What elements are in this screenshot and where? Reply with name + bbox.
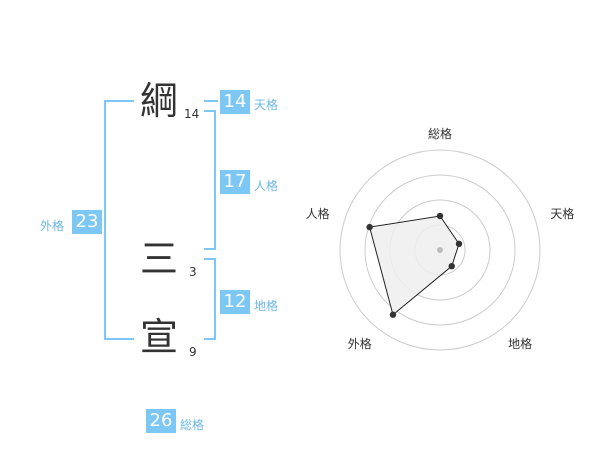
radar-axis-label-2: 天格 <box>550 206 574 221</box>
name-char-3: 宣 <box>140 315 179 359</box>
radar-point-4 <box>389 311 397 318</box>
jinkaku-label: 人格 <box>254 179 279 193</box>
radar-axis-label-3: 地格 <box>508 336 532 351</box>
radar-series-area <box>368 215 460 316</box>
stroke-count-2: 3 <box>189 265 197 279</box>
radar-point-2 <box>455 240 463 248</box>
chikaku-label: 地格 <box>254 299 279 313</box>
stroke-count-1: 14 <box>184 107 200 121</box>
tenkaku-label: 天格 <box>254 98 279 112</box>
radar-axis-label-4: 外格 <box>348 336 372 351</box>
radar-axis-label-5: 人格 <box>306 206 330 221</box>
soukaku-label: 総格 <box>180 418 205 432</box>
chikaku-bracket <box>204 258 216 340</box>
tenkaku-value: 14 <box>220 90 250 114</box>
gaikaku-label: 外格 <box>40 219 65 233</box>
radar-center-point <box>437 247 443 253</box>
gaikaku-bracket <box>104 100 134 340</box>
radar-grid-ring <box>339 149 541 351</box>
jinkaku-value: 17 <box>220 170 250 194</box>
stroke-count-3: 9 <box>189 345 197 359</box>
tenkaku-tick <box>204 100 218 102</box>
gaikaku-value: 23 <box>72 210 102 234</box>
name-char-1: 綱 <box>140 79 179 123</box>
radar-point-1 <box>436 212 444 220</box>
radar-axis-label-1: 総格 <box>428 126 452 141</box>
radar-grid-ring <box>364 174 516 326</box>
soukaku-value: 26 <box>146 409 176 433</box>
radar-point-3 <box>448 262 455 270</box>
jinkaku-bracket <box>204 110 216 250</box>
name-char-2: 三 <box>140 237 179 281</box>
chikaku-value: 12 <box>220 290 250 314</box>
radar-point-5 <box>366 223 373 231</box>
